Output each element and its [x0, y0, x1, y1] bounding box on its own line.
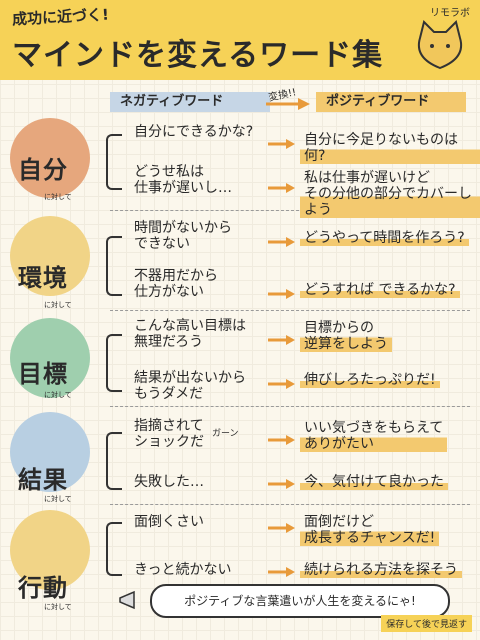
negative-word: 結果が出ないから もうダメだ [134, 370, 246, 402]
category-goal-circle [10, 318, 90, 398]
divider [110, 310, 470, 311]
divider [110, 406, 470, 407]
arrow-right-icon [268, 435, 295, 445]
bracket [106, 236, 122, 296]
header-banner: 成功に近づく! マインドを変えるワード集 リモラボ [0, 0, 480, 80]
subtitle: 成功に近づく! [11, 5, 110, 29]
arrow-right-icon [266, 98, 310, 110]
category-action-circle [10, 510, 90, 590]
negative-word: 失敗した… [134, 474, 204, 490]
brand-logo: リモラボ [430, 8, 470, 19]
category-environment-label: 環境 [18, 264, 68, 292]
arrow-right-icon [268, 139, 295, 149]
positive-column-header: ポジティブワード [316, 92, 466, 112]
category-self-circle [10, 118, 90, 198]
negative-word: きっと続かない [134, 562, 232, 578]
negative-word: 不器用だから 仕方がない [134, 268, 218, 300]
category-action-label: 行動 [18, 574, 68, 602]
category-environment-circle [10, 216, 90, 296]
divider [110, 504, 470, 505]
positive-word: どうやって時間を作ろう? [300, 230, 469, 246]
category-goal-sub: に対して [44, 391, 72, 399]
negative-column-header: ネガティブワード [110, 92, 270, 112]
arrow-right-icon [268, 523, 295, 533]
arrow-right-icon [268, 183, 295, 193]
category-action-sub: に対して [44, 603, 72, 611]
negative-word: こんな高い目標は 無理だろう [134, 318, 246, 350]
footer-message: ポジティブな言葉遣いが人生を変えるにゃ! [150, 584, 450, 618]
positive-word: 面倒だけど 成長するチャンスだ! [300, 514, 440, 546]
positive-word: どうすれば できるかな? [300, 282, 460, 298]
arrow-right-icon [268, 567, 295, 577]
positive-word: 自分に今足りないものは何? [300, 132, 480, 164]
positive-word: 目標からの 逆算をしよう [300, 320, 392, 352]
category-goal-label: 目標 [18, 360, 68, 388]
category-result-circle [10, 412, 90, 492]
negative-word: 時間がないから できない [134, 220, 232, 252]
negative-word: 指摘されて ショックだ [134, 418, 204, 450]
save-tag: 保存して後で見返す [381, 615, 472, 632]
negative-word: 自分にできるかな? [134, 124, 254, 140]
positive-word: 今、気付けて良かった [300, 474, 448, 490]
bracket [106, 432, 122, 490]
arrow-right-icon [268, 479, 295, 489]
positive-word: 伸びしろたっぷりだ! [300, 372, 440, 388]
cat-icon [418, 20, 462, 70]
arrow-right-icon [268, 237, 295, 247]
category-result-label: 結果 [18, 466, 68, 494]
arrow-right-icon [268, 289, 295, 299]
negative-word: 面倒くさい [134, 514, 204, 530]
arrow-right-icon [268, 335, 295, 345]
megaphone-icon [119, 590, 135, 610]
bracket [106, 134, 122, 190]
positive-word: いい気づきをもらえて ありがたい [300, 420, 448, 452]
positive-word: 続けられる方法を探そう [300, 562, 462, 578]
category-environment-sub: に対して [44, 301, 72, 309]
shock-annotation: ガーン [212, 429, 239, 439]
negative-word: どうせ私は 仕事が遅いし… [134, 164, 232, 196]
divider [110, 210, 470, 211]
category-result-sub: に対して [44, 495, 72, 503]
positive-word: 私は仕事が遅いけど その分他の部分でカバーしよう [300, 170, 480, 218]
page-title: マインドを変えるワード集 [12, 38, 384, 73]
bracket [106, 334, 122, 392]
category-self-label: 自分 [18, 156, 68, 184]
arrow-right-icon [268, 379, 295, 389]
bracket [106, 522, 122, 576]
category-self-sub: に対して [44, 193, 72, 201]
